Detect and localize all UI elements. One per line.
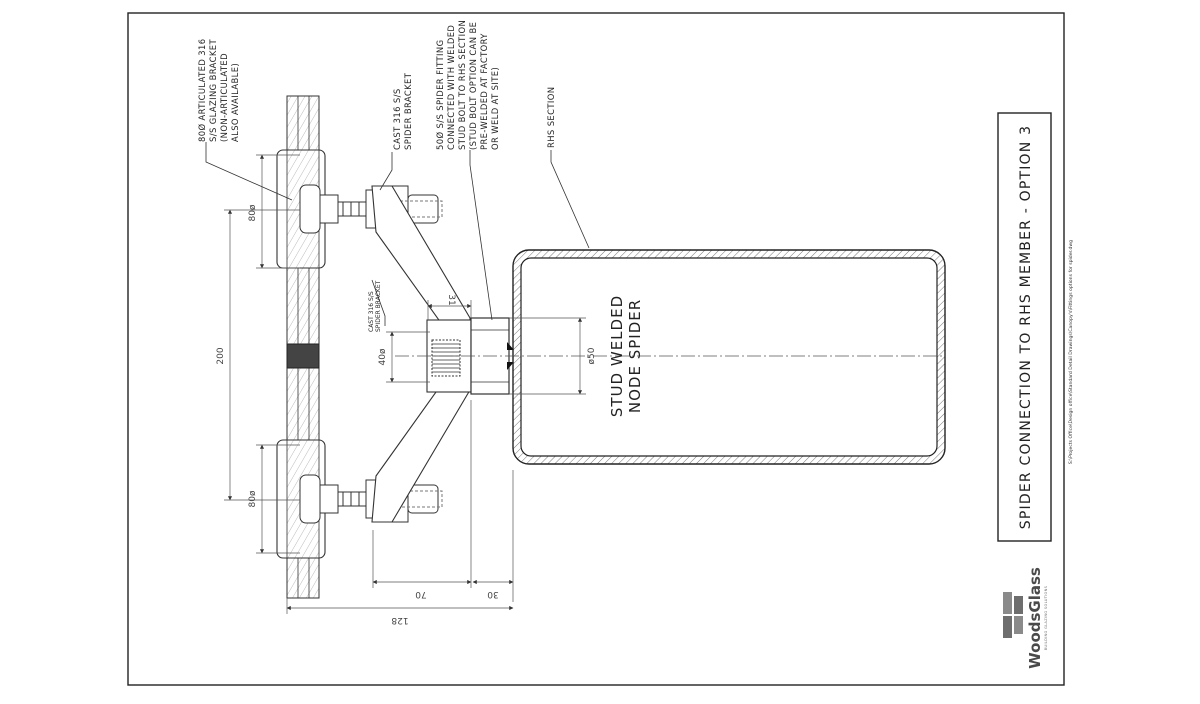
svg-text:50Ø S/S SPIDER FITTING: 50Ø S/S SPIDER FITTING bbox=[435, 40, 445, 150]
dim-boss: 40ø bbox=[378, 348, 388, 365]
svg-text:STUD WELDED: STUD WELDED bbox=[608, 295, 626, 417]
dim-bracket-top: 80ø bbox=[248, 204, 258, 221]
callout-cast-bracket-small: CAST 316 S/S SPIDER BRACKET bbox=[368, 280, 382, 332]
dim-node-depth: 30 bbox=[487, 589, 499, 599]
stud-node-label: STUD WELDED NODE SPIDER bbox=[608, 295, 644, 417]
svg-text:S/S GLAZING BRACKET: S/S GLAZING BRACKET bbox=[208, 39, 218, 142]
logo-mark-icon bbox=[1003, 592, 1023, 638]
sheet-border bbox=[127, 12, 1065, 686]
logo-brand: WoodsGlass bbox=[1026, 567, 1044, 669]
logo-tagline: BUILDING GLAZING SOLUTIONS bbox=[1044, 585, 1048, 650]
svg-text:SPIDER BRACKET: SPIDER BRACKET bbox=[375, 280, 382, 332]
svg-text:CAST 316 S/S: CAST 316 S/S bbox=[368, 291, 375, 332]
rhs-section bbox=[512, 249, 946, 465]
callout-spider-fitting: 50Ø S/S SPIDER FITTING CONNECTED WITH WE… bbox=[435, 20, 500, 150]
callout-articulated-bracket: 80Ø ARTICULATED 316 S/S GLAZING BRACKET … bbox=[197, 39, 240, 142]
svg-text:SPIDER BRACKET: SPIDER BRACKET bbox=[403, 72, 413, 150]
svg-text:NODE SPIDER: NODE SPIDER bbox=[626, 299, 644, 413]
glass-joint bbox=[286, 343, 320, 369]
callout-cast-bracket: CAST 316 S/S SPIDER BRACKET bbox=[392, 72, 413, 150]
dim-centres: 200 bbox=[216, 347, 226, 364]
dim-overall: 128 bbox=[391, 615, 408, 625]
svg-text:OR WELD AT SITE): OR WELD AT SITE) bbox=[490, 67, 500, 150]
dim-arm: 70 bbox=[415, 589, 427, 599]
svg-text:ALSO AVAILABLE): ALSO AVAILABLE) bbox=[230, 63, 240, 142]
leader-lines bbox=[205, 142, 590, 326]
callout-rhs-section: RHS SECTION bbox=[546, 87, 556, 148]
dim-node: ø50 bbox=[587, 347, 597, 364]
dimension-lines bbox=[224, 154, 586, 614]
woodsglass-logo: WoodsGlass BUILDING GLAZING SOLUTIONS bbox=[1003, 567, 1048, 669]
svg-text:(NON-ARTICULATED: (NON-ARTICULATED bbox=[219, 53, 229, 142]
svg-text:STUD BOLT TO RHS SECTION: STUD BOLT TO RHS SECTION bbox=[457, 20, 467, 150]
dim-offset: 31 bbox=[446, 294, 456, 305]
svg-text:CONNECTED WITH WELDED: CONNECTED WITH WELDED bbox=[446, 25, 456, 150]
drawing-title: SPIDER CONNECTION TO RHS MEMBER - OPTION… bbox=[1018, 125, 1034, 529]
svg-text:CAST 316 S/S: CAST 316 S/S bbox=[392, 88, 402, 150]
dim-bracket-bottom: 80ø bbox=[248, 490, 258, 507]
svg-text:RHS SECTION: RHS SECTION bbox=[546, 87, 556, 148]
svg-text:(STUD BOLT OPTION CAN BE: (STUD BOLT OPTION CAN BE bbox=[468, 22, 478, 150]
title-block bbox=[997, 112, 1052, 542]
svg-text:80Ø ARTICULATED 316: 80Ø ARTICULATED 316 bbox=[197, 39, 207, 142]
file-path: S:\Projects Office\Design office\Standar… bbox=[1068, 240, 1074, 464]
svg-text:PRE-WELDED AT FACTORY: PRE-WELDED AT FACTORY bbox=[479, 33, 489, 150]
